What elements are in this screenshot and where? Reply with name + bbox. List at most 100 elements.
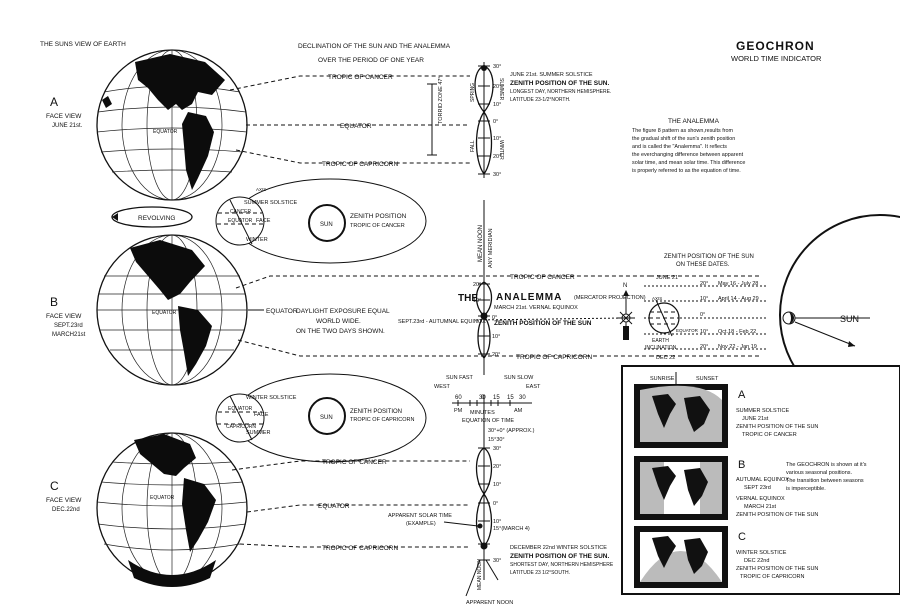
pm-label: PM [454, 408, 463, 414]
minutes-label: MINUTES [470, 410, 495, 416]
panel-a-letter: A [738, 389, 746, 401]
top-orbit [215, 178, 427, 264]
tick-15-right: 15 [507, 395, 514, 401]
top-solstice-line2: ZENITH POSITION OF THE SUN. [510, 80, 610, 87]
autumnal-equinox: SEPT.23rd - AUTUMNAL EQUINOX [398, 319, 486, 325]
mid-deg-10s: 10° [492, 334, 500, 340]
apparent-example: (EXAMPLE) [406, 521, 436, 527]
winter-label: WINTER [498, 140, 504, 160]
approx-1: 30°+0° (APPROX.) [488, 428, 535, 434]
panel-b-map [634, 456, 728, 520]
big-sun-label: SUN [840, 314, 859, 324]
bottom-orbit-summer: SUMMER [246, 430, 270, 436]
bottom-orbit-face: FACE [254, 412, 269, 418]
any-meridian-label: ANY MERIDIAN [488, 228, 494, 268]
small-earth-axis: AXIS [652, 296, 662, 301]
apparent-noon: APPARENT NOON [466, 600, 513, 606]
mid-deg-10n: 10° [473, 298, 481, 304]
middle-analemma [475, 281, 493, 360]
top-deg-20n: 20° [493, 84, 501, 90]
middle-tropic-cancer: TROPIC OF CANCER [510, 274, 575, 281]
sunset-label: SUNSET [696, 376, 719, 382]
middle-lines [235, 275, 650, 357]
globe-b-view: FACE VIEW [46, 313, 82, 320]
am-label: AM [514, 408, 523, 414]
equation-of-time: EQUATION OF TIME [462, 418, 514, 424]
zenith-row5-dates: Nov 22 - Jan 19 [718, 344, 757, 350]
bottom-orbit [215, 373, 427, 463]
tick-30-right: 30 [519, 395, 526, 401]
tick-15-left: 15 [493, 395, 500, 401]
top-orbit-cancer: CANCER [230, 209, 252, 215]
panel-note-line1: The GEOCHRON is shown at it's [786, 462, 867, 468]
zenith-dates-title2: ON THESE DATES. [676, 262, 730, 268]
top-tropic-capricorn: TROPIC OF CAPRICORN [322, 161, 399, 168]
mercator-label: (MERCATOR PROJECTION) [574, 295, 646, 301]
middle-tropic-capricorn: TROPIC OF CAPRICORN [516, 354, 593, 361]
daylight-line3: ON THE TWO DAYS SHOWN. [296, 328, 385, 335]
bot-deg-30s: 30° [493, 558, 501, 564]
torrid-zone-bracket [427, 83, 437, 156]
panel-a-line2: JUNE 21st [742, 416, 769, 422]
vernal-equinox: MARCH 21st. VERNAL EQUINOX [494, 305, 578, 311]
zenith-row1-deg: 20° [700, 281, 708, 287]
bottom-orbit-winter-solstice: WINTER SOLSTICE [246, 395, 297, 401]
bot-deg-10n: 10° [493, 482, 501, 488]
panel-b-letter: B [738, 459, 745, 471]
bottom-solstice-line1: DECEMBER 22nd WINTER SOLSTICE [510, 545, 607, 551]
panel-b-line3: VERNAL EQUINOX [736, 496, 785, 502]
apparent-solar-time: APPARENT SOLAR TIME [388, 513, 452, 519]
dec-label: DEC 22 [656, 355, 675, 361]
middle-equator: EQUATOR [266, 308, 298, 315]
bot-deg-10s: 10° [493, 519, 501, 525]
zenith-row3-deg: 0° [700, 312, 705, 318]
west-label: WEST [434, 384, 451, 390]
analemma-note-line5: solar time, and mean solar time. This di… [632, 160, 745, 166]
bottom-orbit-sun: SUN [320, 415, 333, 421]
bottom-orbit-equator: EQUATOR [228, 406, 253, 412]
panel-c-letter: C [738, 531, 746, 543]
bottom-solstice-line4: LATITUDE 23 1/2°SOUTH. [510, 570, 570, 576]
panel-b-line2: SEPT 23rd [744, 485, 771, 491]
panel-c-line1: WINTER SOLSTICE [736, 550, 787, 556]
declination-title: DECLINATION OF THE SUN AND THE ANALEMMA [298, 43, 451, 50]
bottom-solstice-line3: SHORTEST DAY, NORTHERN HEMISPHERE [510, 562, 614, 568]
top-solstice-line1: JUNE 21st. SUMMER SOLSTICE [510, 72, 593, 78]
globe-a-date: JUNE 21st. [52, 123, 83, 129]
panel-a-line4: TROPIC OF CANCER [742, 432, 797, 438]
top-orbit-winter: WINTER [246, 237, 268, 243]
panel-c-map [634, 526, 728, 588]
top-equator: EQUATOR [340, 123, 372, 130]
globe-b-equator-label: EQUATOR [152, 310, 177, 316]
bottom-orbit-zenith2: TROPIC OF CAPRICORN [350, 417, 415, 423]
n-label: N [623, 283, 627, 289]
globe-b-date: SEPT.23rd [54, 323, 83, 329]
brand-subtitle: WORLD TIME INDICATOR [731, 54, 822, 63]
suns-view-title: THE SUNS VIEW OF EARTH [40, 41, 126, 48]
bot-deg-20n: 20° [493, 464, 501, 470]
bottom-tropic-cancer: TROPIC OF CANCER [322, 459, 387, 466]
top-orbit-zenith1: ZENITH POSITION [350, 213, 407, 220]
globe-a-view: FACE VIEW [46, 113, 82, 120]
sunrise-label: SUNRISE [650, 376, 675, 382]
earth-inclination-2: INCLINATION [645, 345, 677, 351]
panel-a-line1: SUMMER SOLSTICE [736, 408, 790, 414]
top-lines [229, 75, 470, 164]
the-label: THE [458, 293, 478, 304]
zenith-row2-dates: April 14 - Aug 29 [718, 296, 759, 302]
top-deg-0: 0° [493, 119, 498, 125]
mid-deg-0: 0° [492, 315, 497, 321]
globe-c-letter: C [50, 479, 59, 493]
approx-2: 15°30° [488, 437, 505, 443]
top-deg-30s: 30° [493, 172, 501, 178]
east-label: EAST [526, 384, 541, 390]
daylight-line2: WORLD WIDE. [316, 318, 361, 325]
revolving-arrow [111, 206, 193, 228]
panel-note-line2: various seasonal positions. [786, 470, 853, 476]
bottom-lines [231, 460, 470, 548]
bottom-orbit-zenith1: ZENITH POSITION [350, 409, 402, 415]
top-solstice-line3: LONGEST DAY, NORTHERN HEMISPHERE. [510, 89, 611, 95]
bottom-equator: EQUATOR [318, 503, 350, 510]
top-deg-10s: 10° [493, 136, 501, 142]
globe-b-letter: B [50, 295, 58, 309]
